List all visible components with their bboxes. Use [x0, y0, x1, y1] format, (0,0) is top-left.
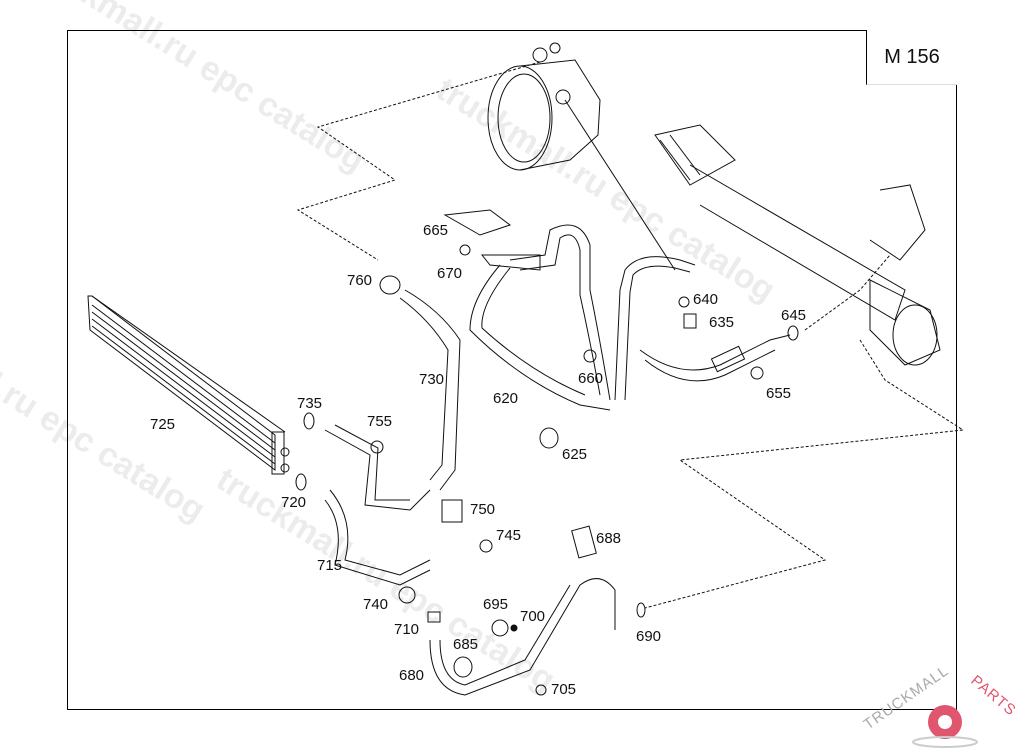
oil-cooler	[87, 295, 290, 475]
callout-710[interactable]: 710	[394, 621, 420, 638]
gear-icon	[912, 705, 978, 748]
callout-695[interactable]: 695	[483, 596, 509, 613]
callout-705[interactable]: 705	[551, 681, 577, 698]
hose-645	[639, 334, 791, 382]
hose-680	[429, 578, 616, 696]
callout-760[interactable]: 760	[347, 272, 373, 289]
callout-670[interactable]: 670	[437, 265, 463, 282]
callout-685[interactable]: 685	[453, 636, 479, 653]
callout-680[interactable]: 680	[399, 667, 425, 684]
model-code: M 156	[884, 45, 940, 68]
callout-740[interactable]: 740	[363, 596, 389, 613]
callout-645[interactable]: 645	[781, 307, 807, 324]
callout-660[interactable]: 660	[578, 370, 604, 387]
truckmall-parts-logo: TRUCKMALL PARTS	[861, 662, 1019, 748]
callout-625[interactable]: 625	[562, 446, 588, 463]
steering-gear	[654, 124, 941, 366]
callout-755[interactable]: 755	[367, 413, 393, 430]
callout-655[interactable]: 655	[766, 385, 792, 402]
callout-690[interactable]: 690	[636, 628, 662, 645]
diagram-frame	[67, 30, 957, 710]
callout-635[interactable]: 635	[709, 314, 735, 331]
hose-620-upper	[509, 224, 611, 401]
callout-750[interactable]: 750	[470, 501, 496, 518]
small-parts	[295, 209, 799, 696]
callout-725[interactable]: 725	[150, 416, 176, 433]
pipe-715	[324, 489, 431, 586]
power-steering-pump	[487, 42, 601, 171]
callout-620[interactable]: 620	[493, 390, 519, 407]
logo-text-accent: PARTS	[967, 672, 1019, 720]
leader-lines	[296, 61, 965, 609]
hose-620	[469, 264, 611, 411]
hose-return	[614, 256, 696, 401]
callout-730[interactable]: 730	[419, 371, 445, 388]
callout-665[interactable]: 665	[423, 222, 449, 239]
callout-688[interactable]: 688	[596, 530, 622, 547]
hose-730	[399, 289, 461, 491]
pipe-735	[324, 424, 431, 511]
leader-line	[564, 99, 676, 271]
callout-735[interactable]: 735	[297, 395, 323, 412]
callout-715[interactable]: 715	[317, 557, 343, 574]
callout-720[interactable]: 720	[281, 494, 307, 511]
callout-700[interactable]: 700	[520, 608, 546, 625]
model-code-box: M 156	[866, 30, 957, 85]
callout-745[interactable]: 745	[496, 527, 522, 544]
callout-640[interactable]: 640	[693, 291, 719, 308]
